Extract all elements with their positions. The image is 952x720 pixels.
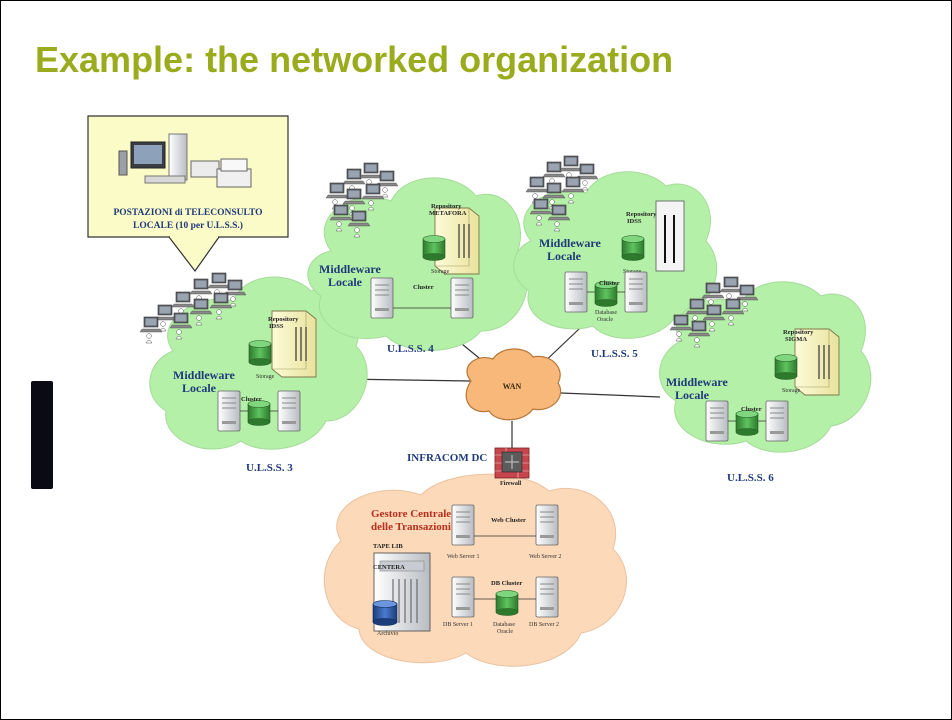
ulss5-label: U.L.S.S. 5 [591, 348, 638, 360]
svg-text:Cluster: Cluster [741, 406, 762, 413]
central-title-line2: delle Transazioni [371, 521, 451, 533]
wan-label: WAN [503, 382, 522, 391]
web-server-2 [535, 504, 559, 546]
database-oracle [495, 590, 519, 616]
callout-label-line1: POSTAZIONI di TELECONSULTO [113, 208, 262, 218]
storage-db-ulss4 [422, 235, 446, 261]
svg-text:DB Cluster: DB Cluster [491, 580, 522, 587]
ulss4-label: U.L.S.S. 4 [387, 343, 434, 355]
web-server-1 [451, 504, 475, 546]
wan-cloud: WAN [465, 348, 562, 421]
svg-text:SIGMA: SIGMA [785, 336, 807, 343]
db-server-2 [535, 576, 559, 618]
cloud-ulss5: Repository IDSS Storage Middleware Local… [513, 155, 717, 360]
svg-text:Locale: Locale [182, 381, 217, 395]
svg-text:Repository: Repository [268, 316, 299, 323]
svg-text:Oracle: Oracle [597, 317, 613, 323]
svg-text:Cluster: Cluster [241, 396, 262, 403]
svg-text:Middleware: Middleware [666, 375, 728, 389]
archive-db [372, 600, 398, 626]
svg-text:Repository: Repository [783, 329, 814, 336]
cloud-ulss6: Repository SIGMA Storage Middleware Loca… [659, 276, 872, 484]
svg-text:CENTERA: CENTERA [373, 564, 405, 571]
svg-text:IDSS: IDSS [269, 323, 284, 330]
cluster-ulss4 [370, 277, 474, 319]
svg-text:Storage: Storage [256, 374, 275, 380]
black-bar-artifact [31, 381, 53, 489]
ulss3-label: U.L.S.S. 3 [246, 462, 293, 474]
slide-title: Example: the networked organization [35, 39, 674, 80]
svg-text:Locale: Locale [547, 249, 582, 263]
svg-text:Repository: Repository [431, 203, 462, 210]
svg-text:Storage: Storage [782, 388, 801, 394]
repository-ulss5 [655, 200, 685, 272]
svg-text:Storage: Storage [431, 269, 450, 275]
link-ulss6-wan [560, 392, 661, 398]
svg-text:Cluster: Cluster [413, 284, 434, 291]
svg-text:Repository: Repository [626, 211, 657, 218]
storage-db-ulss5 [621, 235, 645, 261]
svg-text:IDSS: IDSS [627, 218, 642, 225]
svg-text:Web Cluster: Web Cluster [491, 517, 526, 524]
svg-text:Locale: Locale [675, 388, 710, 402]
svg-text:Middleware: Middleware [173, 368, 235, 382]
central-title-line1: Gestore Centrale [371, 508, 451, 520]
callout-label-line2: LOCALE (10 per U.L.S.S.) [133, 220, 243, 231]
firewall-icon [494, 447, 530, 479]
svg-text:Database: Database [595, 310, 617, 316]
cloud-ulss4: Repository METAFORA Storage Middleware L… [307, 162, 528, 355]
svg-text:Database: Database [493, 622, 515, 628]
infracom-label: INFRACOM DC [407, 452, 487, 464]
firewall-label: Firewall [500, 481, 522, 487]
svg-text:TAPE LIB: TAPE LIB [373, 543, 403, 550]
svg-text:Archivio: Archivio [377, 631, 398, 637]
svg-text:Oracle: Oracle [497, 629, 513, 635]
cloud-ulss3: Repository IDSS Storage Middleware Local… [139, 272, 368, 474]
svg-text:Web Server 2: Web Server 2 [529, 554, 562, 560]
svg-text:Cluster: Cluster [599, 280, 620, 287]
svg-text:Middleware: Middleware [319, 262, 381, 276]
storage-db-ulss6 [774, 354, 798, 380]
storage-db-ulss3 [248, 340, 272, 366]
teleconsult-callout: POSTAZIONI di TELECONSULTO LOCALE (10 pe… [87, 115, 289, 273]
cloud-central: Gestore Centrale delle Transazioni Web C… [323, 473, 627, 667]
svg-text:DB Server 2: DB Server 2 [529, 622, 559, 628]
svg-text:METAFORA: METAFORA [429, 210, 467, 217]
db-server-1 [451, 576, 475, 618]
svg-text:Web Server 1: Web Server 1 [447, 554, 480, 560]
svg-text:Middleware: Middleware [539, 236, 601, 250]
svg-text:Locale: Locale [328, 275, 363, 289]
svg-text:DB Server 1: DB Server 1 [443, 622, 473, 628]
ulss6-label: U.L.S.S. 6 [727, 472, 774, 484]
